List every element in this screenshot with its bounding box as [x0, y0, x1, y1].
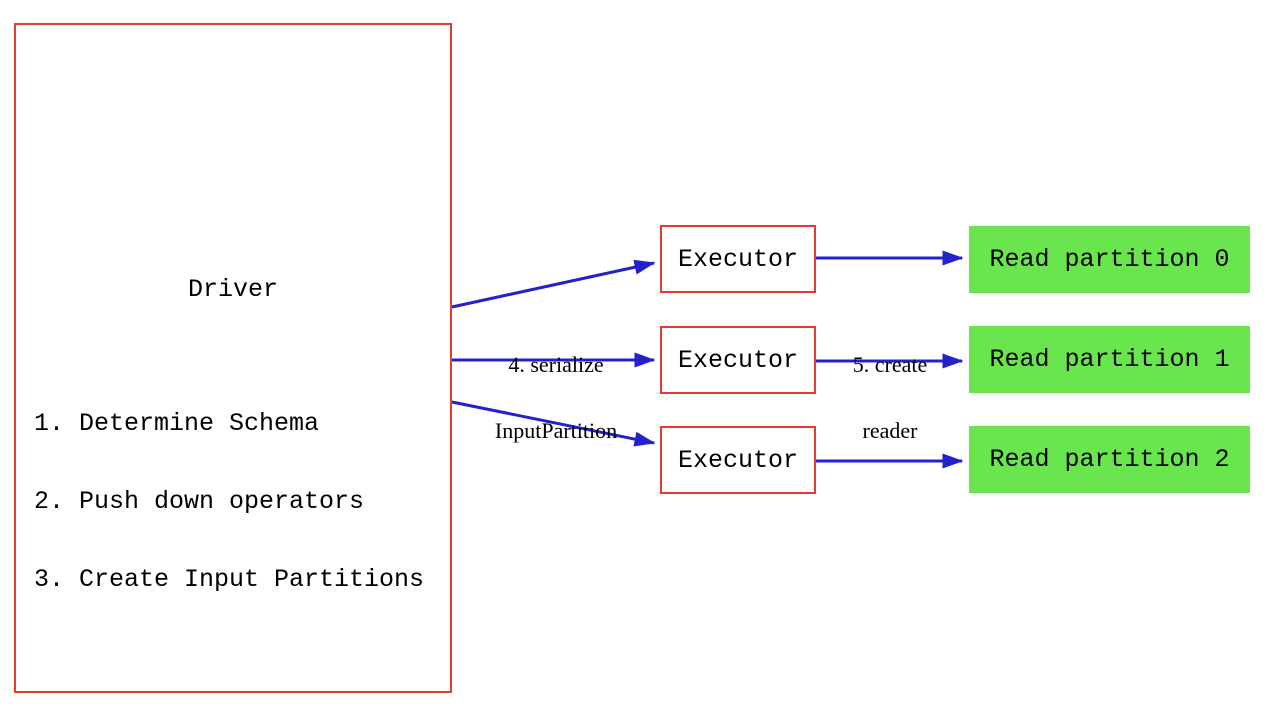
executor-2-label: Executor [677, 445, 799, 475]
partition-0-label: Read partition 0 [989, 245, 1230, 274]
driver-step-create-input-partitions: 3. Create Input Partitions [34, 565, 425, 594]
partition-box-1: Read partition 1 [969, 326, 1250, 393]
partition-box-0: Read partition 0 [969, 226, 1250, 293]
partition-box-2: Read partition 2 [969, 426, 1250, 493]
edge-label-serialize-line2: InputPartition [494, 418, 618, 443]
arrow-driver-to-executor-0 [451, 259, 656, 309]
partition-1-label: Read partition 1 [989, 345, 1230, 374]
driver-step-determine-schema: 1. Determine Schema [34, 409, 320, 438]
driver-title: Driver [187, 275, 278, 304]
partition-2-label: Read partition 2 [989, 445, 1230, 474]
edge-label-reader-line1: 5. create [852, 352, 928, 377]
executor-0-label: Executor [677, 244, 799, 274]
driver-box: Driver 1. Determine Schema 2. Push down … [14, 23, 452, 693]
edge-label-create-reader: 5. create reader [853, 310, 928, 486]
executor-box-1: Executor [660, 326, 816, 394]
driver-step-push-down-operators: 2. Push down operators [34, 487, 365, 516]
executor-box-0: Executor [660, 225, 816, 293]
edge-label-serialize-inputpartition: 4. serialize InputPartition [495, 310, 617, 486]
executor-1-label: Executor [677, 345, 799, 375]
edge-label-serialize-line1: 4. serialize [508, 352, 604, 377]
driver-steps: 1. Determine Schema 2. Push down operato… [34, 359, 424, 645]
edge-label-reader-line2: reader [862, 418, 918, 443]
executor-box-2: Executor [660, 426, 816, 494]
